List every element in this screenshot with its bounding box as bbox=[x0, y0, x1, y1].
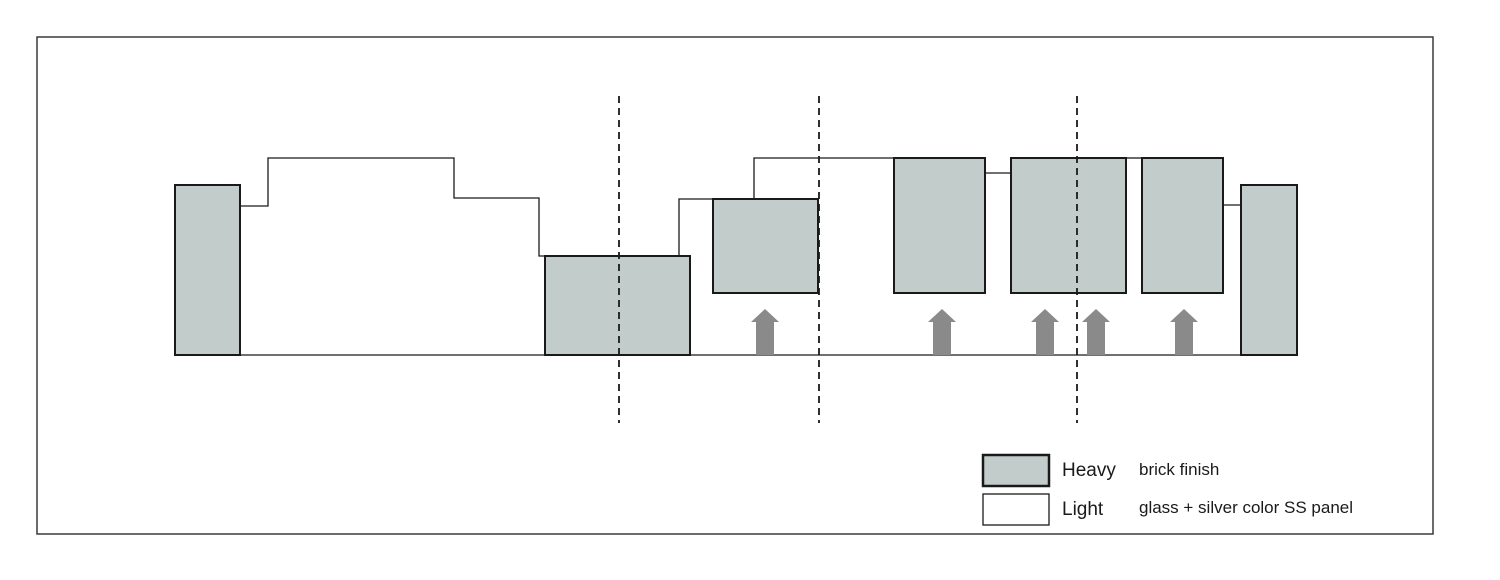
heavy-block bbox=[544, 255, 691, 356]
section-lines bbox=[618, 96, 1078, 423]
up-arrow-icon bbox=[928, 309, 956, 355]
light-mass-left-outline bbox=[239, 157, 545, 355]
heavy-block bbox=[1010, 157, 1127, 294]
heavy-blocks bbox=[174, 157, 1298, 356]
heavy-block bbox=[1141, 157, 1224, 294]
legend-light-swatch bbox=[982, 493, 1050, 526]
up-arrow-icon bbox=[1170, 309, 1198, 355]
heavy-block bbox=[174, 184, 241, 356]
legend-heavy-swatch bbox=[981, 453, 1051, 488]
heavy-block bbox=[712, 198, 819, 294]
legend-light-term: Light bbox=[1062, 499, 1104, 520]
legend-heavy-term: Heavy bbox=[1062, 460, 1116, 481]
legend-heavy-description: brick finish bbox=[1139, 460, 1220, 479]
diagram-frame bbox=[36, 36, 1434, 535]
upward-arrows bbox=[751, 309, 1198, 355]
up-arrow-icon bbox=[1031, 309, 1059, 355]
legend-light-description: glass + silver color SS panel bbox=[1139, 498, 1354, 517]
up-arrow-icon bbox=[751, 309, 779, 355]
heavy-block bbox=[893, 157, 986, 294]
up-arrow-icon bbox=[1082, 309, 1110, 355]
heavy-block bbox=[1240, 184, 1298, 356]
